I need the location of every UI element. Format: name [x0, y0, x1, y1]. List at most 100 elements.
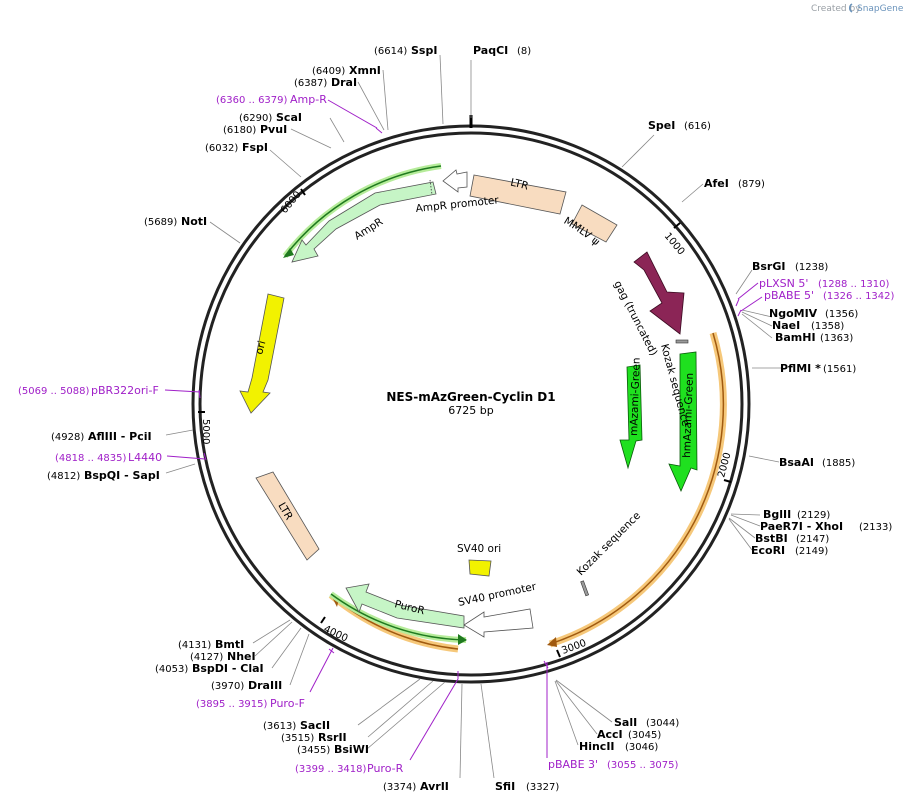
site-pos-bamhi: (1363): [820, 333, 853, 344]
feature-label-sv40-ori: SV40 ori: [457, 543, 501, 555]
site-name-ecori[interactable]: EcoRI: [751, 544, 785, 557]
site-pos-avrii: (3374): [383, 782, 416, 793]
site-name-bamhi[interactable]: BamHI: [775, 331, 816, 344]
feature-label-ampr-promoter: AmpR promoter: [415, 194, 500, 215]
site-pos-scai: (6290): [239, 113, 272, 124]
site-pos-pflmi: (1561): [823, 364, 856, 375]
site-name-sacii[interactable]: SacII: [300, 719, 330, 732]
primer-pos-pbr322ori-f: (5069 .. 5088): [18, 386, 90, 397]
site-name-sspi[interactable]: SspI: [411, 44, 437, 57]
site-name-sfii[interactable]: SfiI: [495, 780, 515, 793]
puro-cds-arc: [329, 591, 467, 645]
site-pos-sali: (3044): [646, 718, 679, 729]
feature-mazami-green: [619, 364, 643, 470]
site-name-rsrii[interactable]: RsrII: [318, 731, 347, 744]
site-leader-lines: [165, 54, 781, 779]
primer-name-pbabe-5[interactable]: pBABE 5': [764, 289, 814, 302]
site-name-sali[interactable]: SalI: [614, 716, 637, 729]
insert-highlight-arc: [547, 332, 727, 648]
site-pos-sspi: (6614): [374, 46, 407, 57]
primer-name-pbr322ori-f[interactable]: pBR322ori-F: [91, 384, 159, 397]
site-pos-afliii-pcii: (4928): [51, 432, 84, 443]
site-name-bspqi-sapi[interactable]: BspQI - SapI: [84, 469, 160, 482]
primer-pos-l4440: (4818 .. 4835): [55, 453, 127, 464]
site-name-afei[interactable]: AfeI: [704, 177, 729, 190]
primer-name-l4440[interactable]: L4440: [128, 451, 162, 464]
site-pos-nhei: (4127): [190, 652, 223, 663]
site-name-paer7i-xhoi[interactable]: PaeR7I - XhoI: [760, 520, 843, 533]
site-pos-paqci: (8): [517, 46, 531, 57]
site-name-avrii[interactable]: AvrII: [420, 780, 449, 793]
site-name-bmti[interactable]: BmtI: [215, 638, 244, 651]
primer-name-plxsn-5[interactable]: pLXSN 5': [759, 277, 808, 290]
primer-name-puro-r[interactable]: Puro-R: [367, 762, 404, 775]
site-name-pflmi[interactable]: PflMI *: [780, 362, 821, 375]
site-name-spei[interactable]: SpeI: [648, 119, 675, 132]
site-name-xmni[interactable]: XmnI: [349, 64, 381, 77]
feature-ampr-promoter: [442, 169, 468, 193]
site-pos-bsiwi: (3455): [297, 745, 330, 756]
feature-hmazami-green: [668, 351, 698, 492]
site-name-bsaai[interactable]: BsaAI: [779, 456, 814, 469]
primer-pos-puro-f: (3895 .. 3915): [196, 699, 268, 710]
site-pos-naei: (1358): [811, 321, 844, 332]
feature-label-sv40-promoter: SV40 promoter: [457, 581, 538, 609]
feature-ori: [239, 293, 285, 414]
primer-pos-amp-r: (6360 .. 6379): [216, 95, 288, 106]
site-pos-xmni: (6409): [312, 66, 345, 77]
feature-label-kozak-2: Kozak sequence: [575, 510, 643, 578]
feature-kozak-2: [580, 580, 590, 597]
feature-label-ori: ori: [253, 339, 268, 355]
site-name-acci[interactable]: AccI: [597, 728, 623, 741]
site-name-bsiwi[interactable]: BsiWI: [334, 743, 369, 756]
site-name-noti[interactable]: NotI: [181, 215, 207, 228]
site-pos-draiii: (3970): [211, 681, 244, 692]
site-name-drai[interactable]: DraI: [331, 76, 357, 89]
snapgene-brand-text: SnapGene: [857, 4, 904, 14]
site-pos-sacii: (3613): [263, 721, 296, 732]
site-pos-bmti: (4131): [178, 640, 211, 651]
site-name-nhei[interactable]: NheI: [227, 650, 256, 663]
site-name-bstbi[interactable]: BstBI: [755, 532, 788, 545]
site-name-bglii[interactable]: BglII: [763, 508, 791, 521]
site-pos-bglii: (2129): [797, 510, 830, 521]
tick-label-5000: 5000: [200, 419, 211, 444]
feature-sv40-ori: [468, 559, 492, 577]
feature-ampr: [291, 179, 437, 263]
site-pos-bspdi-clai: (4053): [155, 664, 188, 675]
site-pos-afei: (879): [738, 179, 765, 190]
site-name-ngomiv[interactable]: NgoMIV: [769, 307, 818, 320]
primer-name-pbabe-3[interactable]: pBABE 3': [548, 758, 598, 771]
amp-cds-arc: [282, 163, 442, 258]
site-pos-hincii: (3046): [625, 742, 658, 753]
site-name-draiii[interactable]: DraIII: [248, 679, 282, 692]
site-pos-sfii: (3327): [526, 782, 559, 793]
site-name-hincii[interactable]: HincII: [579, 740, 615, 753]
site-pos-acci: (3045): [628, 730, 661, 741]
site-pos-drai: (6387): [294, 78, 327, 89]
site-pos-bspqi-sapi: (4812): [47, 471, 80, 482]
site-pos-fspi: (6032): [205, 143, 238, 154]
site-pos-bsrgi: (1238): [795, 262, 828, 273]
feature-label-mazami-green: mAzami-Green: [628, 357, 643, 436]
primer-name-puro-f[interactable]: Puro-F: [270, 697, 305, 710]
feature-kozak-1: [675, 339, 689, 344]
site-name-fspi[interactable]: FspI: [242, 141, 268, 154]
site-name-afliii-pcii[interactable]: AflIII - PciI: [88, 430, 152, 443]
primer-name-amp-r[interactable]: Amp-R: [290, 93, 327, 106]
plasmid-name: NES-mAzGreen-Cyclin D1: [386, 390, 555, 404]
site-name-bsrgi[interactable]: BsrGI: [752, 260, 785, 273]
tick-marks: [198, 188, 732, 658]
site-pos-rsrii: (3515): [281, 733, 314, 744]
site-name-paqci[interactable]: PaqCI: [473, 44, 508, 57]
site-name-bspdi-clai[interactable]: BspDI - ClaI: [192, 662, 264, 675]
site-name-pvui[interactable]: PvuI: [260, 123, 287, 136]
site-name-naei[interactable]: NaeI: [772, 319, 800, 332]
site-name-scai[interactable]: ScaI: [276, 111, 302, 124]
feature-label-ampr: AmpR: [352, 216, 385, 243]
plasmid-length: 6725 bp: [448, 404, 493, 417]
primer-pos-puro-r: (3399 .. 3418): [295, 764, 367, 775]
feature-label-hmazami-green: hmAzami-Green: [681, 373, 696, 459]
feature-ltr: [469, 174, 567, 215]
